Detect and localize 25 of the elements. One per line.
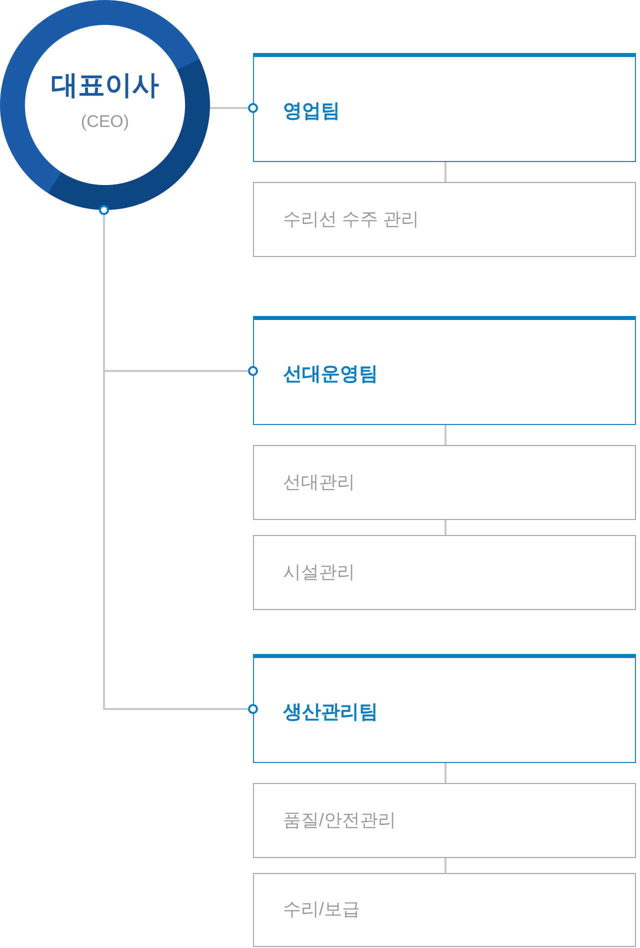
task-box xyxy=(253,873,636,947)
task-name: 시설관리 xyxy=(283,562,355,584)
connector-line xyxy=(444,520,446,535)
task-name: 선대관리 xyxy=(283,472,355,494)
task-name: 수리/보급 xyxy=(283,899,360,921)
task-box xyxy=(253,783,636,858)
team-name: 선대운영팀 xyxy=(283,364,378,386)
connector-line xyxy=(444,425,446,445)
task-box xyxy=(253,445,636,520)
circle-title: 대표이사 xyxy=(51,70,159,100)
connector-line xyxy=(444,858,446,873)
connector-line xyxy=(210,103,258,113)
team-box xyxy=(253,316,636,425)
task-box xyxy=(253,182,636,257)
task-name: 품질/안전관리 xyxy=(283,810,396,832)
team-name: 생산관리팀 xyxy=(283,702,378,724)
connector-line xyxy=(444,763,446,783)
task-name: 수리선 수주 관리 xyxy=(283,208,420,230)
team-box xyxy=(253,654,636,763)
connector-line xyxy=(444,162,446,182)
task-box xyxy=(253,535,636,610)
team-box xyxy=(253,53,636,162)
circle-subtitle: (CEO) xyxy=(80,112,130,131)
team-name: 영업팀 xyxy=(283,100,340,124)
connector-line xyxy=(99,205,258,714)
